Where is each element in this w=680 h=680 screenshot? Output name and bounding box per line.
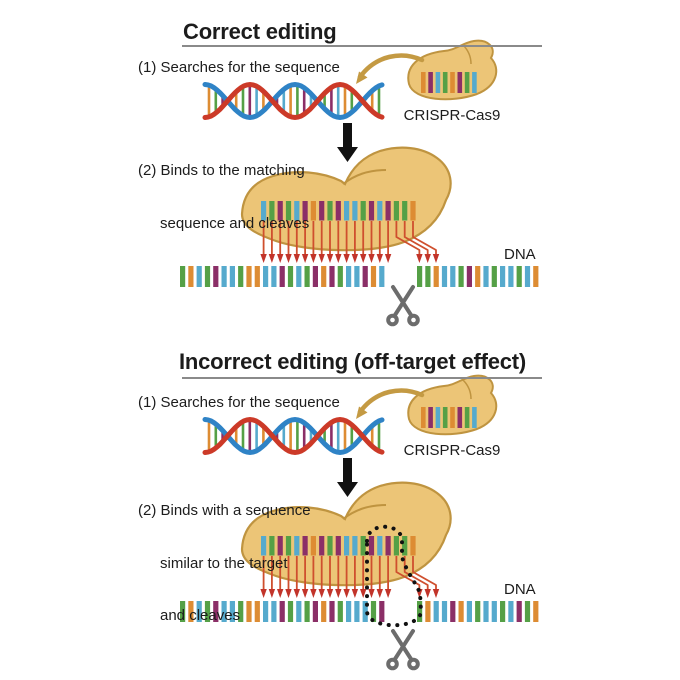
step1-text-incorrect: (1) Searches for the sequence — [138, 394, 340, 411]
search-arrow-icon — [357, 53, 425, 80]
crispr-cas9-label-incorrect: CRISPR-Cas9 — [403, 442, 501, 459]
search-arrowhead — [356, 71, 368, 84]
blob-crease — [342, 504, 387, 520]
step2-line2: similar to the target — [160, 554, 288, 572]
step2-text-correct: (2) Binds to the matching sequence and c… — [138, 127, 309, 267]
search-arrow-icon — [357, 388, 425, 415]
cas9-blob-large — [240, 146, 452, 252]
dna-strand-right — [417, 266, 539, 287]
diagram-correct-editing — [180, 39, 539, 327]
helix-strand-blue — [202, 416, 385, 456]
dna-label-correct: DNA — [504, 246, 536, 263]
crispr-cas9-label-correct: CRISPR-Cas9 — [403, 107, 501, 124]
scissors-icon — [386, 285, 420, 327]
cleave-arrowheads — [260, 589, 440, 598]
guide-sequence-bars — [261, 536, 416, 556]
section-title-correct: Correct editing — [183, 19, 337, 44]
cleave-arrowheads — [260, 254, 440, 263]
title-underline-incorrect — [182, 377, 542, 379]
step2-line1: (2) Binds with a sequence — [138, 502, 311, 519]
helix-strand-red — [202, 81, 385, 121]
step2-line3: and cleaves — [160, 607, 241, 624]
blob-crease — [342, 169, 387, 185]
cleave-lines — [262, 556, 437, 589]
cleave-lines — [262, 221, 437, 254]
down-arrow-icon — [337, 458, 358, 497]
scissors-icon — [386, 629, 420, 671]
step1-text-correct: (1) Searches for the sequence — [138, 59, 340, 76]
small-guide-bars — [421, 407, 477, 428]
dna-label-incorrect: DNA — [504, 581, 536, 598]
diagram-incorrect-editing — [180, 374, 539, 671]
small-blob-crease — [462, 379, 472, 400]
section-title-incorrect: Incorrect editing (off-target effect) — [179, 349, 527, 374]
dna-strand-left — [180, 266, 385, 287]
helix-strand-red — [202, 416, 385, 456]
cas9-blob-large — [240, 481, 452, 587]
helix-rungs — [207, 418, 381, 454]
step2-line2: sequence and cleaves — [160, 214, 310, 232]
step2-text-incorrect: (2) Binds with a sequence similar to the… — [138, 467, 311, 660]
helix-strand-blue — [202, 81, 385, 121]
small-guide-bars — [421, 72, 477, 93]
search-arrowhead — [356, 406, 368, 419]
title-underline-correct — [182, 45, 542, 47]
step2-line1: (2) Binds to the matching — [138, 162, 305, 179]
guide-sequence-bars — [261, 201, 416, 221]
dna-strand-left — [180, 601, 385, 622]
dna-strand-right — [417, 601, 539, 622]
down-arrow-icon — [337, 123, 358, 162]
offtarget-dotted-outline — [365, 524, 424, 628]
